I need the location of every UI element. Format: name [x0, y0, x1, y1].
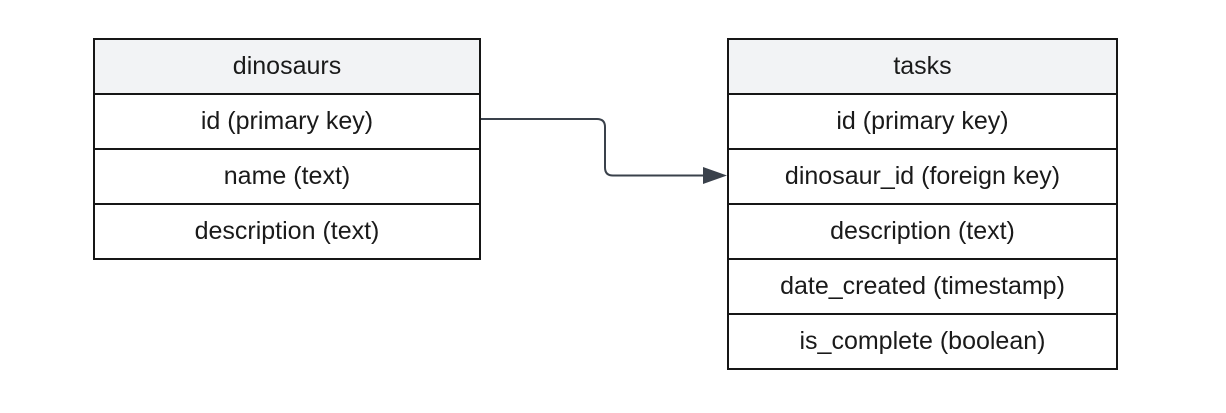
table-dinosaurs-row-id[interactable]: id (primary key)	[95, 93, 479, 148]
table-tasks[interactable]: tasks id (primary key) dinosaur_id (fore…	[727, 38, 1118, 370]
table-dinosaurs-row-description[interactable]: description (text)	[95, 203, 479, 258]
connector-line[interactable]	[481, 118, 704, 177]
connector-arrowhead[interactable]	[703, 167, 727, 184]
table-tasks-row-id[interactable]: id (primary key)	[729, 93, 1116, 148]
table-tasks-row-date-created[interactable]: date_created (timestamp)	[729, 258, 1116, 313]
table-tasks-row-is-complete[interactable]: is_complete (boolean)	[729, 313, 1116, 368]
table-tasks-row-description[interactable]: description (text)	[729, 203, 1116, 258]
table-tasks-title[interactable]: tasks	[729, 40, 1116, 93]
table-dinosaurs-title[interactable]: dinosaurs	[95, 40, 479, 93]
table-dinosaurs-row-name[interactable]: name (text)	[95, 148, 479, 203]
table-tasks-row-dinosaur-id[interactable]: dinosaur_id (foreign key)	[729, 148, 1116, 203]
table-dinosaurs[interactable]: dinosaurs id (primary key) name (text) d…	[93, 38, 481, 260]
